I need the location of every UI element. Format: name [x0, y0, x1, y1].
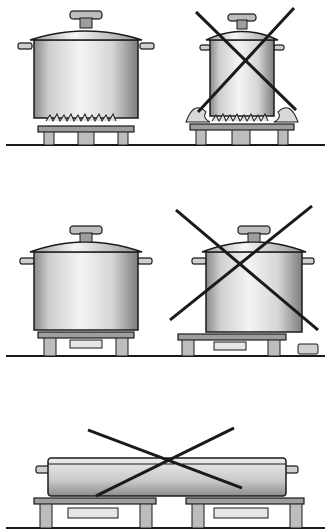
small-burner-cap-icon: [298, 344, 318, 354]
incorrect-pot-oversized: [178, 226, 318, 356]
correct-pot-matched-burner: [20, 226, 152, 356]
incorrect-pot-flames-up-sides: [186, 14, 298, 145]
panel-long-pan: [6, 428, 325, 528]
panel-large-burner: [6, 8, 325, 145]
panel-small-burner: [6, 206, 325, 356]
incorrect-long-roasting-pan: [34, 458, 304, 528]
correct-pot-large-burner: [18, 11, 154, 145]
